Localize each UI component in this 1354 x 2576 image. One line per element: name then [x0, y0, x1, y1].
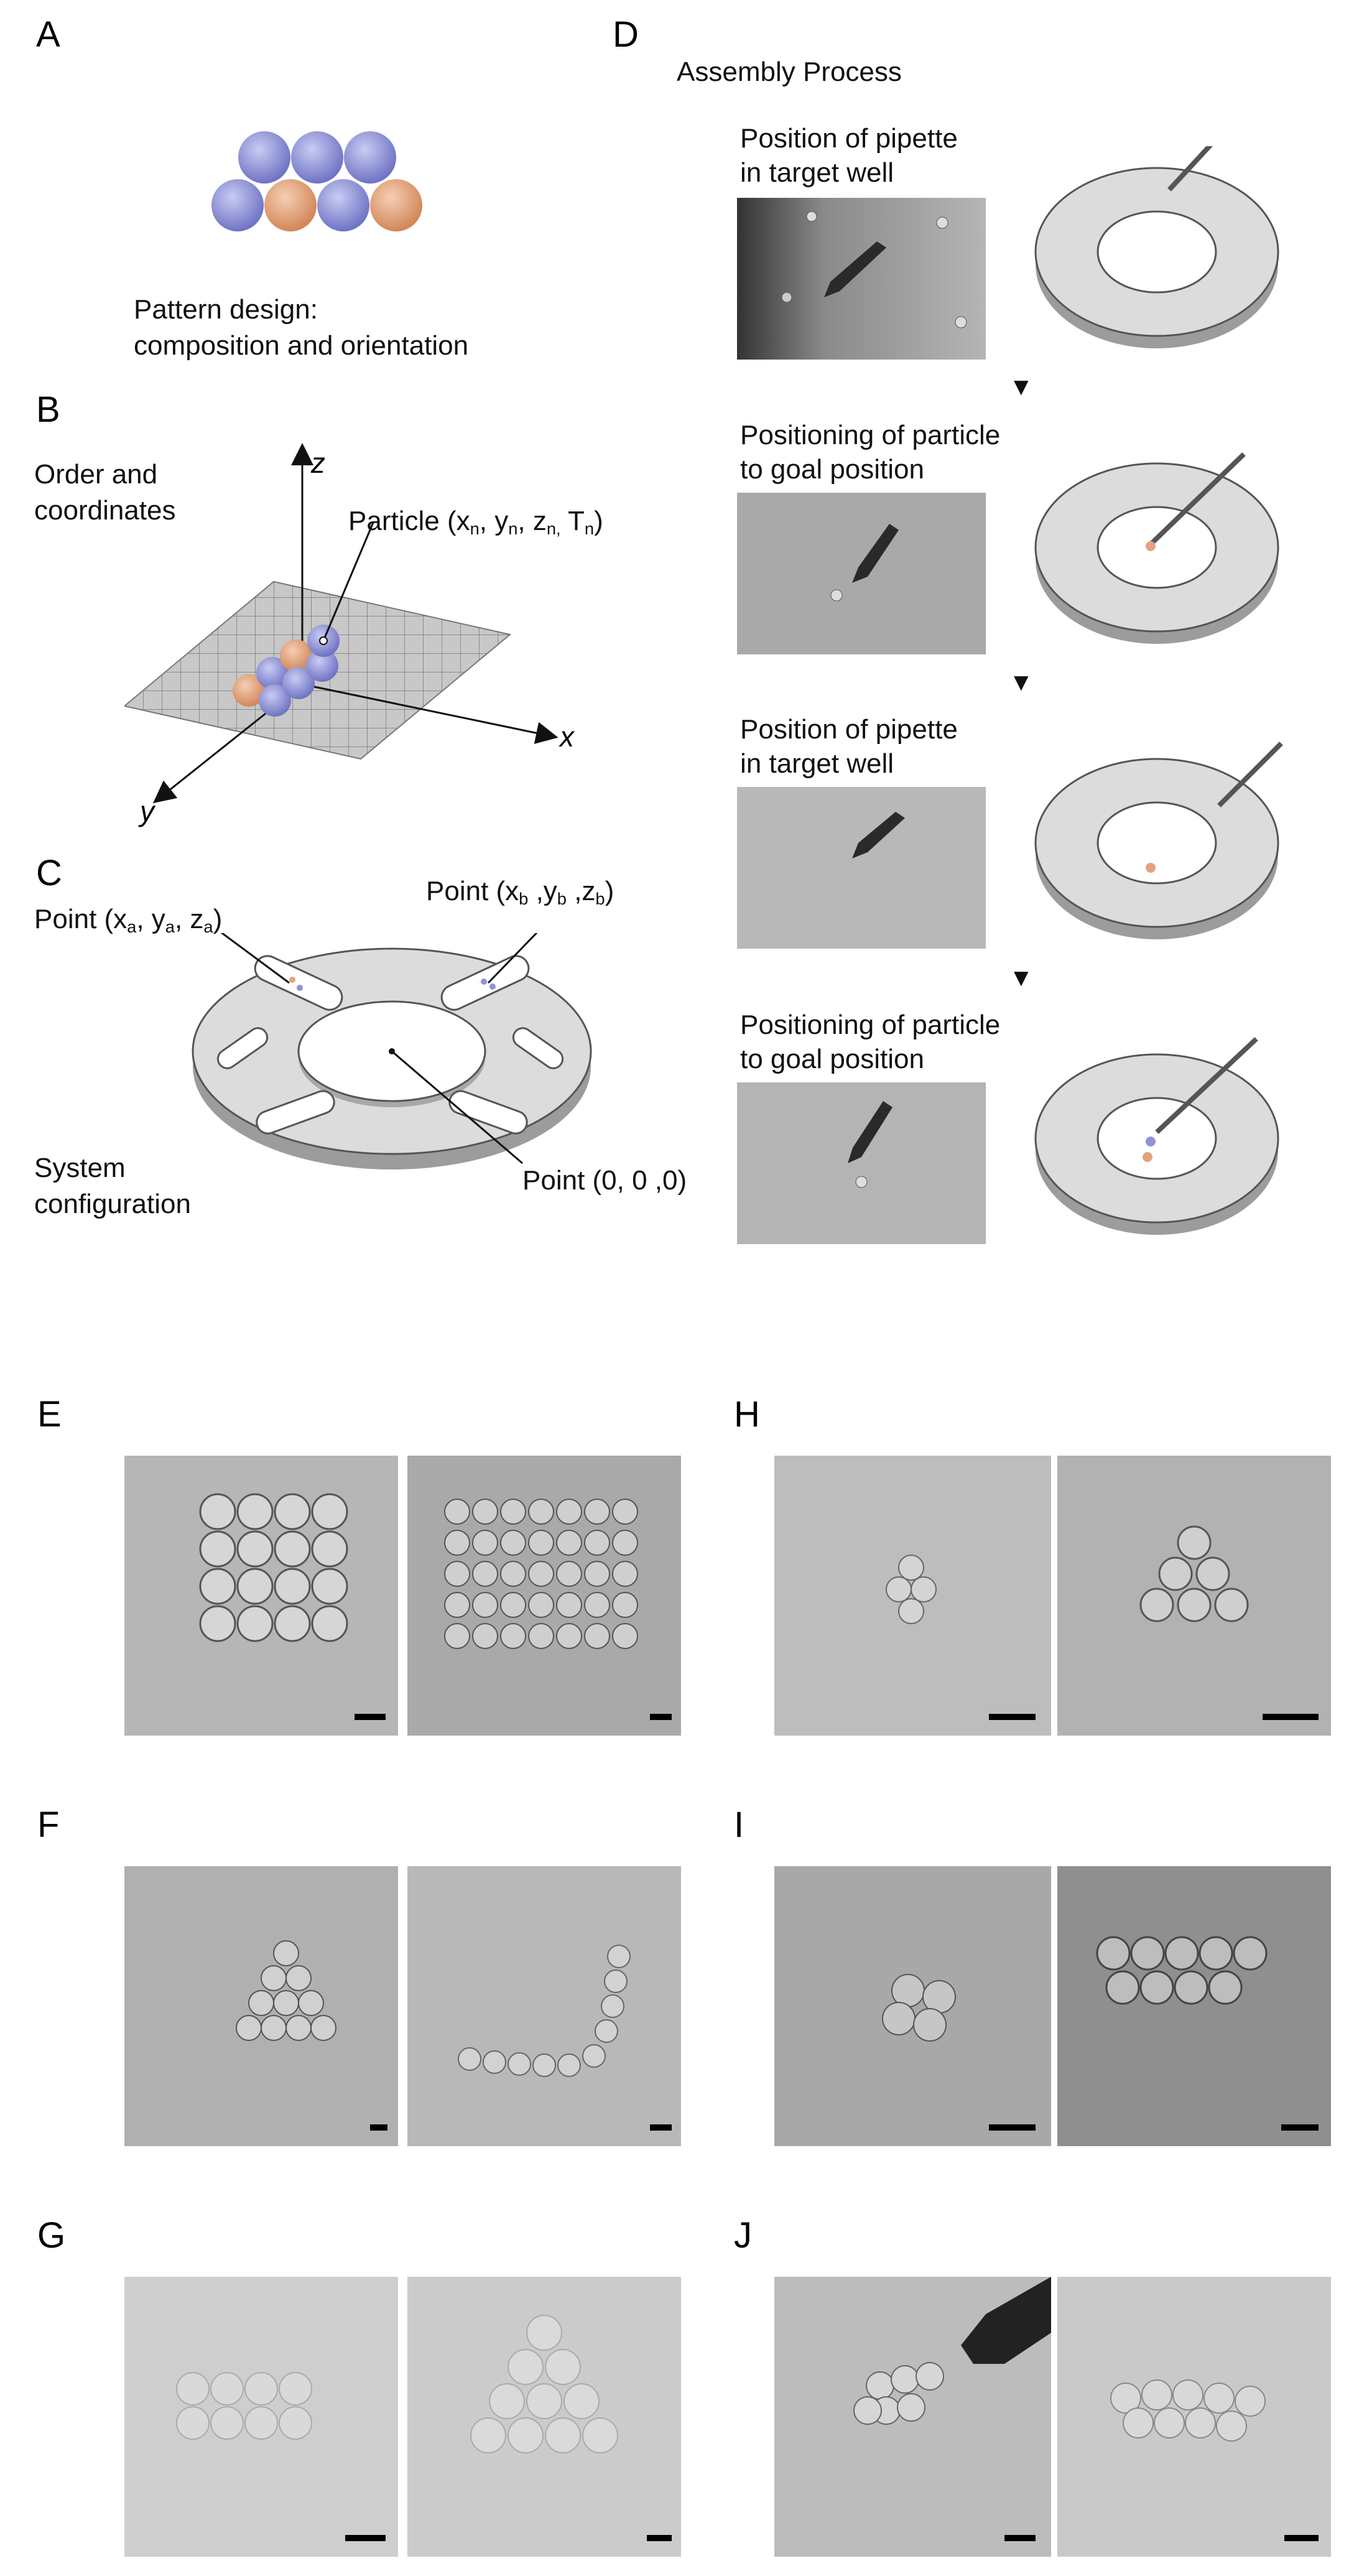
step3-label-line2: in target well [740, 748, 894, 779]
point-a-label: Point (xa, ya, za) [34, 904, 223, 936]
step2-label-line1: Positioning of particle [740, 420, 1001, 450]
step1-label-line2: in target well [740, 157, 894, 188]
micrograph-g-2x4-array [124, 2277, 398, 2557]
panel-label-e: E [37, 1394, 62, 1434]
ring-system-diagram [192, 933, 592, 1169]
point-b-label: Point (xb ,yb ,zb) [426, 876, 614, 908]
blue-particle [256, 657, 289, 689]
micrograph-i-2x4-array [1057, 1866, 1331, 2146]
pattern-caption-line1: Pattern design: [134, 294, 318, 325]
step3-label-line1: Position of pipette [740, 714, 958, 745]
step4-label-line1: Positioning of particle [740, 1010, 1001, 1040]
pattern-caption-line2: composition and orientation [134, 330, 469, 361]
step-arrow-down: ▼ [1009, 373, 1034, 401]
orange-particle [264, 179, 317, 231]
step4-micrograph [737, 1082, 986, 1244]
orange-particle [233, 674, 265, 707]
step-arrow-down: ▼ [1009, 964, 1034, 992]
assembly-process-title: Assembly Process [677, 57, 902, 87]
order-title-line1: Order and [34, 459, 158, 490]
origin-point-label: Point (0, 0 ,0) [522, 1165, 687, 1196]
assembly-ring-diagrams [1034, 146, 1283, 1235]
panel-label-a: A [36, 14, 60, 55]
panel-label-h: H [734, 1394, 760, 1434]
well-slot [256, 1090, 335, 1135]
step2-label-line2: to goal position [740, 454, 924, 485]
blue-particle [344, 131, 396, 184]
target-well-a [254, 955, 343, 1011]
step-arrow-down: ▼ [1009, 669, 1034, 696]
micrograph-f-triangle [124, 1866, 398, 2146]
orange-particle [370, 179, 422, 231]
y-axis-label: y [138, 795, 156, 827]
panel-label-c: C [36, 853, 62, 893]
micrograph-f-l-shape [407, 1866, 681, 2146]
micrograph-e-4x4-array [124, 1456, 398, 1736]
well-slot [448, 1090, 528, 1135]
micrograph-e-large-array [407, 1456, 681, 1736]
blue-particle [211, 179, 264, 231]
z-axis-label: z [310, 447, 325, 479]
panel-label-i: I [734, 1805, 744, 1845]
step4-label-line2: to goal position [740, 1044, 924, 1074]
panel-label-b: B [36, 389, 60, 430]
orange-particle [280, 639, 312, 672]
blue-particle [306, 649, 338, 682]
well-slot [512, 1027, 564, 1069]
micrograph-j-multilayer [1057, 2277, 1331, 2557]
particle-coordinate-label: Particle (xn, yn, zn, Tn) [348, 506, 603, 538]
panel-label-f: F [37, 1805, 60, 1845]
system-caption-line1: System [34, 1153, 126, 1183]
micrograph-h-large-triangle [1057, 1456, 1331, 1736]
blue-particle [317, 179, 369, 231]
pattern-design-diagram [211, 131, 422, 231]
step3-micrograph [737, 787, 986, 949]
particle-leader-line [322, 522, 374, 641]
panel-label-d: D [613, 14, 639, 55]
panel-label-g: G [37, 2215, 66, 2256]
x-axis [302, 683, 559, 744]
blue-particle [238, 131, 290, 184]
order-title-line2: coordinates [34, 495, 176, 526]
micrograph-h-small-triangle [774, 1456, 1051, 1736]
step1-label-line1: Position of pipette [740, 123, 958, 154]
step1-micrograph [737, 198, 986, 360]
blue-particle [282, 667, 315, 699]
panel-label-j: J [734, 2215, 752, 2256]
x-axis-label: x [559, 720, 575, 753]
blue-particle [291, 131, 343, 184]
micrograph-g-pyramid [407, 2277, 681, 2557]
micrograph-i-cluster [774, 1866, 1051, 2146]
system-caption-line2: configuration [34, 1189, 191, 1219]
blue-particle [259, 684, 291, 717]
micrograph-j-pipette [774, 2277, 1051, 2557]
coordinate-grid-diagram: z x y [124, 443, 575, 827]
step2-micrograph [737, 493, 986, 654]
well-slot [216, 1027, 269, 1069]
